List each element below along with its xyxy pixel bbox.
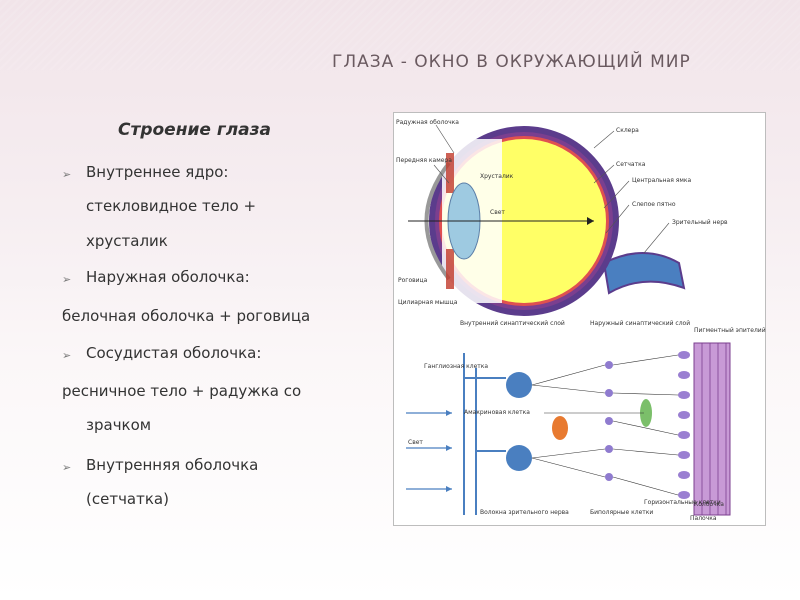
photoreceptor-cells: [678, 351, 690, 499]
bullet-icon: ➢: [62, 461, 72, 474]
arrow-icon: [587, 217, 594, 225]
eye-diagram: [406, 124, 731, 516]
nerve-fibers: [463, 353, 506, 515]
arrow-heads: [446, 410, 452, 492]
list-item: Внутреннее ядро:: [86, 163, 229, 181]
bipolar-cells: [605, 361, 613, 481]
leader-line: [643, 222, 670, 254]
eye-structure-figure: Радужная оболочка Передняя камера Хруста…: [393, 112, 766, 526]
leader-line: [605, 204, 630, 234]
optic-nerve-shape: [602, 252, 686, 295]
label-light: Свет: [490, 209, 505, 216]
leader-line: [603, 180, 630, 209]
list-item-continuation: хрусталик: [86, 232, 168, 250]
label-bipolar-cells: Биполярные клетки: [590, 509, 654, 516]
leader-line: [593, 164, 615, 184]
label-amacrine-cell: Амакриновая клетка: [464, 409, 530, 416]
label-pigment-epithelium: Пигментный эпителий: [694, 327, 766, 334]
section-heading: Строение глаза: [118, 120, 271, 140]
retina-detail: [406, 342, 731, 516]
iris-top-shape: [446, 153, 454, 193]
ganglion-cells: [506, 372, 532, 471]
list-item-continuation: ресничное тело + радужка со: [62, 382, 302, 400]
label-ciliary-muscle: Цилиарная мышца: [398, 299, 458, 306]
list-item: Внутренняя оболочка: [86, 456, 259, 474]
label-cone: Колбочка: [694, 501, 724, 508]
amacrine-cell-shape: [552, 416, 568, 440]
label-optic-nerve-fibers: Волокна зрительного нерва: [480, 509, 569, 516]
slide-title: ГЛАЗА - ОКНО В ОКРУЖАЮЩИЙ МИР: [332, 52, 691, 72]
label-fovea: Центральная ямка: [632, 177, 692, 184]
label-horizontal-cells: Горизонтальные клетки: [644, 499, 721, 506]
label-outer-synaptic-layer: Наружный синаптический слой: [590, 320, 691, 327]
leader-line: [433, 164, 450, 184]
leader-line: [435, 124, 455, 154]
label-inner-synaptic-layer: Внутренний синаптический слой: [460, 320, 565, 327]
label-lens: Хрусталик: [480, 173, 514, 180]
bullet-icon: ➢: [62, 168, 72, 181]
bullet-icon: ➢: [62, 273, 72, 286]
eye-cross-section: [408, 124, 686, 316]
list-item-continuation: зрачком: [86, 416, 152, 434]
list-item-continuation: (сетчатка): [86, 490, 169, 508]
leader-line: [593, 130, 615, 149]
list-item-continuation: стекловидное тело +: [86, 197, 257, 215]
iris-bottom-shape: [446, 249, 454, 289]
pigment-epithelium-shape: [693, 342, 731, 516]
label-iris: Радужная оболочка: [396, 119, 459, 126]
label-anterior-chamber: Передняя камера: [396, 157, 452, 164]
label-light-retina: Свет: [408, 439, 423, 446]
label-ganglion-cell: Ганглиозная клетка: [424, 363, 489, 370]
label-blind-spot: Слепое пятно: [632, 201, 676, 208]
horizontal-cell: [640, 399, 652, 427]
label-sclera: Склера: [616, 127, 639, 134]
label-retina: Сетчатка: [616, 161, 646, 168]
bullet-icon: ➢: [62, 349, 72, 362]
light-arrows: [406, 412, 452, 490]
label-cornea: Роговица: [398, 277, 428, 284]
label-rod: Палочка: [690, 515, 717, 522]
label-optic-nerve: Зрительный нерв: [672, 219, 728, 226]
list-item: Сосудистая оболочка:: [86, 344, 262, 362]
list-item-continuation: белочная оболочка + роговица: [62, 307, 311, 325]
pigment-stripes: [701, 343, 727, 515]
synaptic-connections: [531, 354, 679, 496]
list-item: Наружная оболочка:: [86, 268, 250, 286]
decorative-header-pattern: [0, 0, 800, 70]
